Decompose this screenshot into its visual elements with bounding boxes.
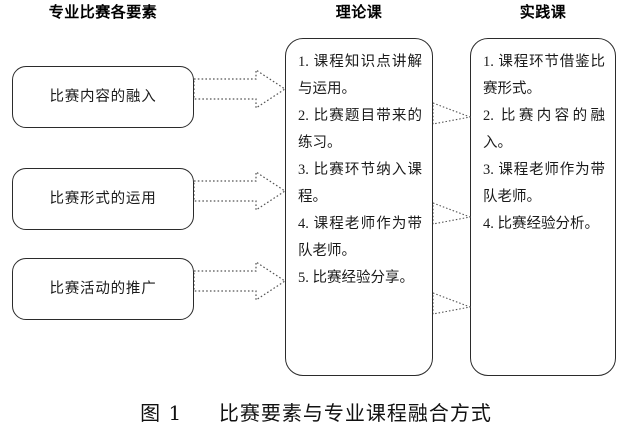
arrow-right-icon-2 (194, 170, 286, 212)
taper-connector-icon-1 (433, 100, 471, 136)
arrow-right-icon-1 (194, 68, 286, 110)
practice-item-1: 1. 课程环节借鉴比赛形式。 (483, 54, 605, 97)
column-header-theory-course: 理论课 (335, 3, 383, 21)
taper-connector-icon-3 (433, 290, 471, 326)
practice-item-3: 3. 课程老师作为带队老师。 (483, 162, 605, 205)
left-box-2-label: 比赛形式的运用 (49, 191, 157, 207)
arrow-right-icon-3 (194, 260, 286, 302)
theory-item-1: 1. 课程知识点讲解与运用。 (298, 54, 422, 97)
column-header-practice-course: 实践课 (519, 3, 567, 21)
theory-item-5: 5. 比赛经验分享。 (298, 270, 414, 286)
left-box-1-label: 比赛内容的融入 (49, 89, 157, 105)
practice-item-4: 4. 比赛经验分析。 (483, 216, 599, 232)
theory-item-3: 3. 比赛环节纳入课程。 (298, 162, 422, 205)
left-box-3-label: 比赛活动的推广 (49, 281, 157, 297)
theory-item-4: 4. 课程老师作为带队老师。 (298, 216, 422, 259)
figure-caption: 图 1 比赛要素与专业课程融合方式 (0, 398, 632, 428)
practice-course-box: 1. 课程环节借鉴比赛形式。 2. 比赛内容的融入。 3. 课程老师作为带队老师… (470, 38, 616, 376)
left-box-2: 比赛形式的运用 (12, 168, 194, 230)
theory-course-box: 1. 课程知识点讲解与运用。 2. 比赛题目带来的练习。 3. 比赛环节纳入课程… (285, 38, 433, 376)
figure-caption-text: 比赛要素与专业课程融合方式 (218, 401, 492, 425)
theory-item-2: 2. 比赛题目带来的练习。 (298, 108, 422, 151)
left-box-3: 比赛活动的推广 (12, 258, 194, 320)
left-box-1: 比赛内容的融入 (12, 66, 194, 128)
column-header-competition-elements: 专业比赛各要素 (48, 3, 158, 21)
practice-item-2: 2. 比赛内容的融入。 (483, 108, 605, 151)
figure-number: 图 1 (140, 401, 183, 425)
taper-connector-icon-2 (433, 200, 471, 236)
